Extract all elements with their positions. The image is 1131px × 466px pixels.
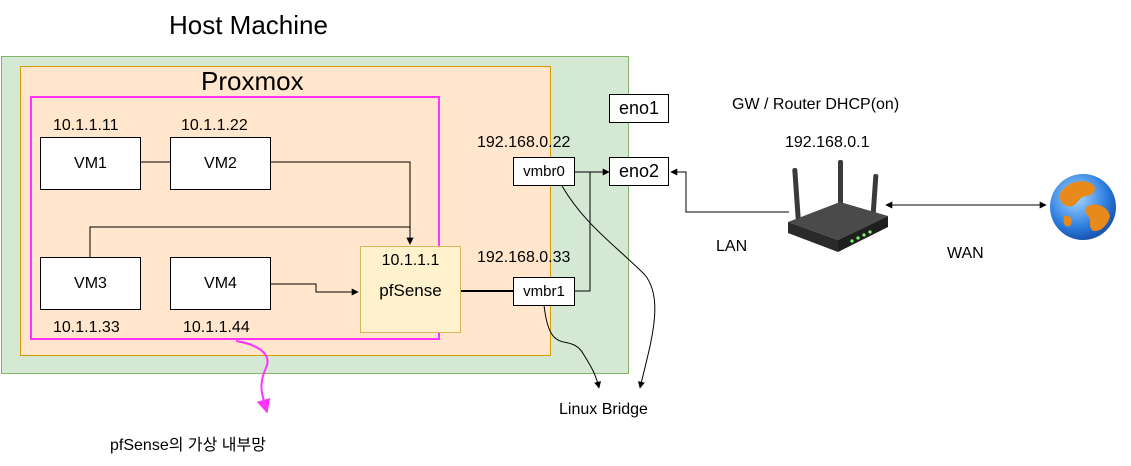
vm3-label: VM3 [74,274,107,292]
router-eno2-link [670,168,789,213]
vm3-ip: 10.1.1.33 [53,319,120,336]
eno1-label: eno1 [618,98,660,118]
vmbr1-label: vmbr1 [523,283,565,300]
vmbr1-box: vmbr1 [513,277,575,306]
wan-label: WAN [947,245,984,262]
vm2-ip: 10.1.1.22 [181,117,248,134]
vmbr1-ip: 192.168.0.33 [477,249,571,266]
vm3-box: VM3 [40,257,141,310]
host-machine-title: Host Machine [169,10,328,40]
internal-network-boundary [30,96,440,340]
internet-globe-icon [1048,172,1118,242]
eno2-label: eno2 [618,161,660,181]
vm2-label: VM2 [204,154,237,172]
pfsense-label: pfSense [379,281,442,300]
vmbr0-label: vmbr0 [523,163,565,180]
vm1-ip: 10.1.1.11 [53,117,119,134]
internal-network-caption: pfSense의 가상 내부망 [110,437,266,454]
router-title: GW / Router DHCP(on) [732,96,900,113]
vm4-label: VM4 [204,274,237,292]
vm4-pfsense-link [270,283,359,296]
vmbr1-linux-bridge-pointer [543,304,601,389]
lan-label: LAN [716,238,748,255]
vmbr0-linux-bridge-pointer [561,185,656,389]
linux-bridge-label: Linux Bridge [559,401,648,418]
vm1-label: VM1 [74,154,107,172]
eno1-box: eno1 [609,94,669,123]
router-icon [780,160,890,255]
proxmox-title: Proxmox [201,66,304,96]
vm2-pfsense-link [270,161,414,245]
eno2-box: eno2 [609,157,669,186]
vmbr0-ip: 192.168.0.22 [477,134,571,151]
vmbr0-box: vmbr0 [513,157,575,186]
pfsense-ip: 10.1.1.1 [381,252,440,269]
vmbr1-eno2-link [574,172,591,292]
vm1-box: VM1 [40,137,141,190]
router-ip: 192.168.0.1 [785,134,870,151]
internal-network-pointer [235,340,271,414]
vm2-box: VM2 [170,137,271,190]
vm4-ip: 10.1.1.44 [183,319,250,336]
vm4-box: VM4 [170,257,271,310]
vm3-pfsense-link [89,226,414,257]
pfsense-box: 10.1.1.1 pfSense [360,246,461,333]
